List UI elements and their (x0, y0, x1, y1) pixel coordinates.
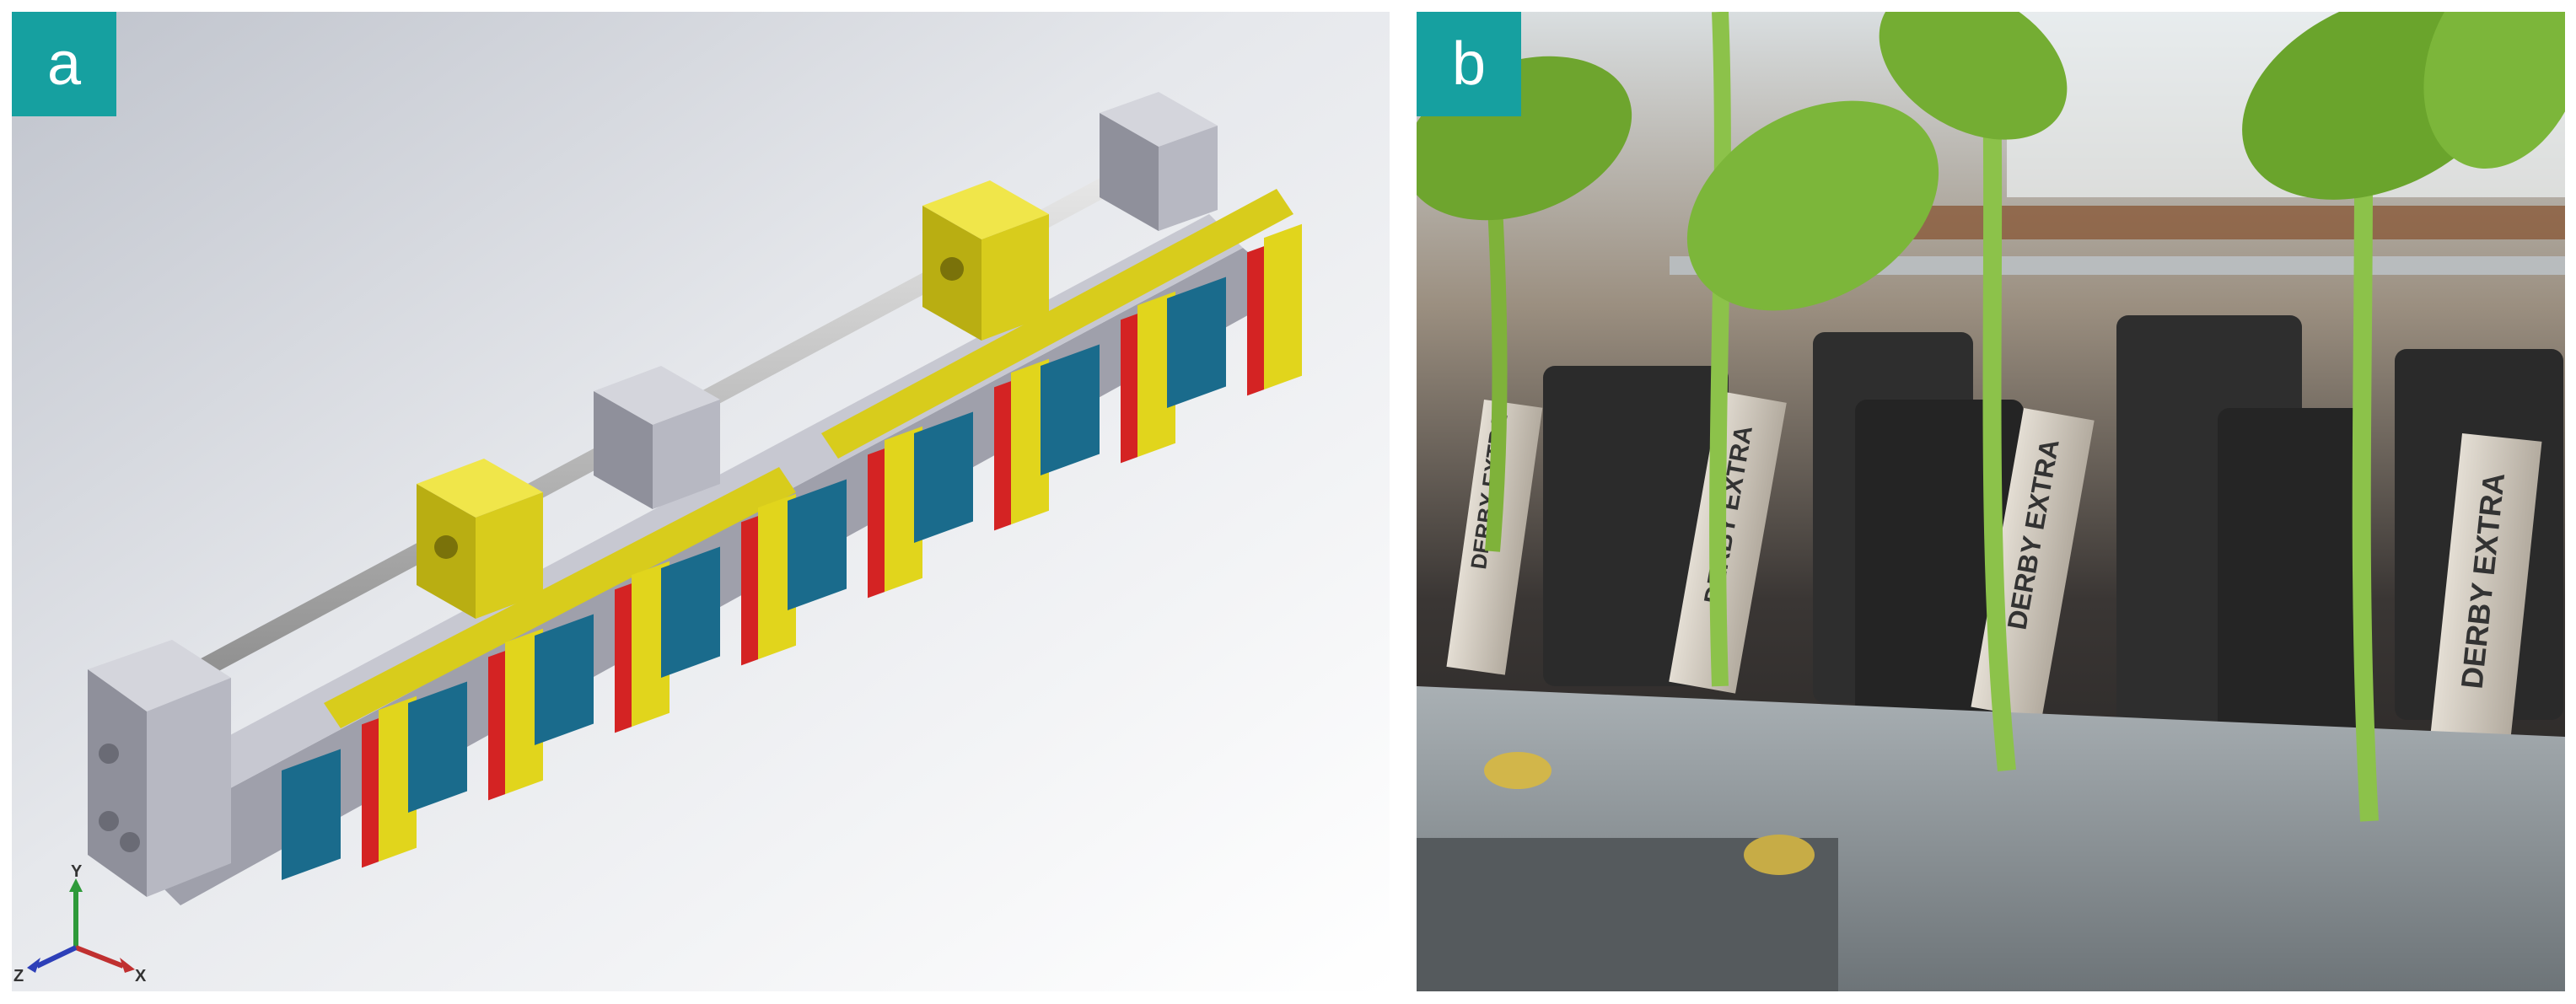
carriage-block-right (922, 180, 1049, 341)
axis-x-label: X (135, 967, 147, 985)
photo-canvas: DERBY EXTRA DERBY EXTRA DERBY EXTRA DERB… (1417, 12, 2565, 991)
axis-z-label: Z (13, 967, 24, 985)
panel-b-photo: DERBY EXTRA DERBY EXTRA DERBY EXTRA DERB… (1417, 12, 2565, 991)
panel-a-label: a (12, 12, 116, 116)
carriage-block-left (417, 459, 543, 619)
axis-y-label: Y (71, 862, 83, 881)
axis-triad-icon: Y X Z (13, 862, 147, 985)
wooden-shelf (1838, 206, 2565, 239)
end-block-right (1100, 92, 1218, 231)
screw-1 (1484, 752, 1552, 789)
screw-2 (1744, 835, 1815, 875)
panel-b-label: b (1417, 12, 1521, 116)
gripper-rail-left (324, 467, 796, 728)
gripper-fingers (282, 223, 1302, 880)
gripper-rail-right (821, 189, 1293, 459)
panel-a-cad-render: Y X Z a (12, 12, 1390, 991)
cad-render-canvas: Y X Z (12, 12, 1390, 991)
end-block-left (88, 640, 231, 897)
middle-block (594, 366, 720, 509)
